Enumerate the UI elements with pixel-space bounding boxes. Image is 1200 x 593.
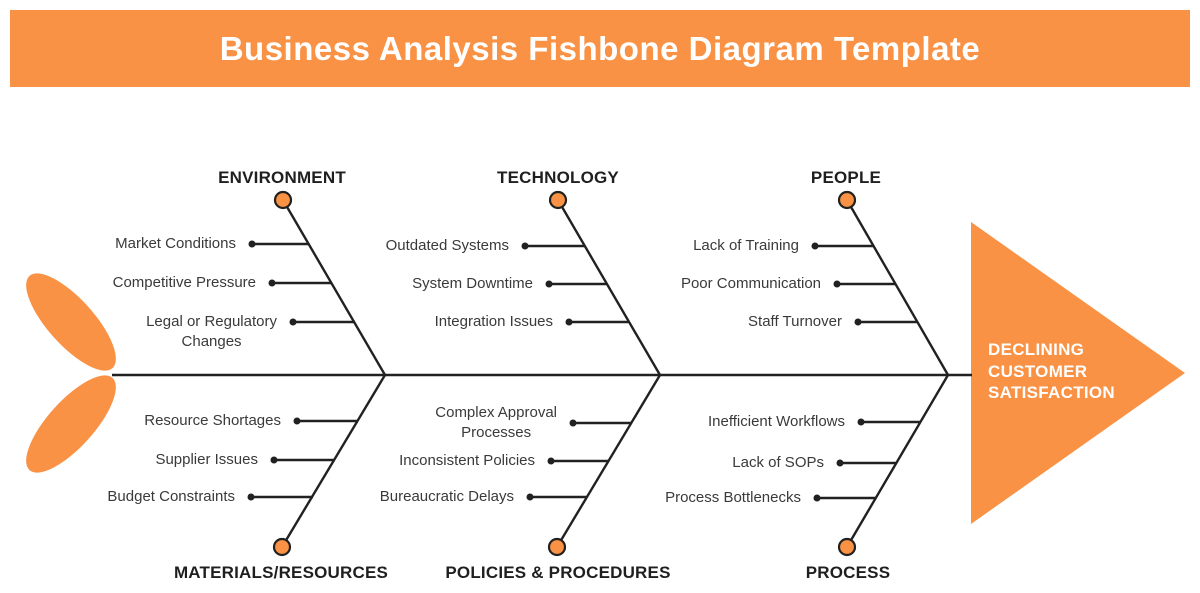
node-circle-technology <box>548 190 568 210</box>
cause-label: Resource Shortages <box>144 412 281 429</box>
category-node-circles <box>272 190 857 557</box>
cause-bullet-dots <box>247 240 865 502</box>
category-label-policies-procedures: POLICIES & PROCEDURES <box>445 563 671 582</box>
title-banner: Business Analysis Fishbone Diagram Templ… <box>10 10 1190 87</box>
cause-label: Market Conditions <box>115 235 236 252</box>
effect-arrow-icon <box>971 222 1185 524</box>
cause-label: Integration Issues <box>434 313 553 330</box>
bone-technology <box>556 199 662 376</box>
category-label-materials-resources: MATERIALS/RESOURCES <box>173 563 389 582</box>
bone-people <box>845 199 950 376</box>
node-circle-people <box>837 190 857 210</box>
bone-environment <box>281 199 387 376</box>
cause-label: Lack of Training <box>693 237 799 254</box>
cause-label: Inefficient Workflows <box>708 413 845 430</box>
fish-tail-chevron-icon <box>26 273 116 473</box>
page-title: Business Analysis Fishbone Diagram Templ… <box>219 29 981 67</box>
node-circle-materials-resources <box>272 537 292 557</box>
cause-label: Inconsistent Policies <box>399 452 535 469</box>
cause-label: Bureaucratic Delays <box>379 488 514 505</box>
cause-label: System Downtime <box>412 275 533 292</box>
node-circle-policies-procedures <box>547 537 567 557</box>
cause-label: Budget Constraints <box>107 488 235 505</box>
cause-label: Competitive Pressure <box>112 274 256 291</box>
category-label-technology: TECHNOLOGY <box>497 168 619 187</box>
cause-label: Lack of SOPs <box>732 454 824 471</box>
category-label-process: PROCESS <box>805 563 891 582</box>
bone-process <box>845 374 950 548</box>
cause-label: Poor Communication <box>680 275 821 292</box>
category-label-people: PEOPLE <box>810 168 882 187</box>
cause-label: Legal or Regulatory Changes <box>146 313 277 350</box>
node-circle-process <box>837 537 857 557</box>
cause-connectors <box>251 242 920 500</box>
cause-label: Supplier Issues <box>155 451 258 468</box>
cause-label: Complex Approval Processes <box>435 404 557 441</box>
node-circle-environment <box>273 190 293 210</box>
effect-label: DECLINING CUSTOMER SATISFACTION <box>988 340 1116 402</box>
category-label-environment: ENVIRONMENT <box>218 168 346 187</box>
cause-label: Outdated Systems <box>385 237 509 254</box>
cause-label: Process Bottlenecks <box>665 489 801 506</box>
cause-label: Staff Turnover <box>748 313 842 330</box>
